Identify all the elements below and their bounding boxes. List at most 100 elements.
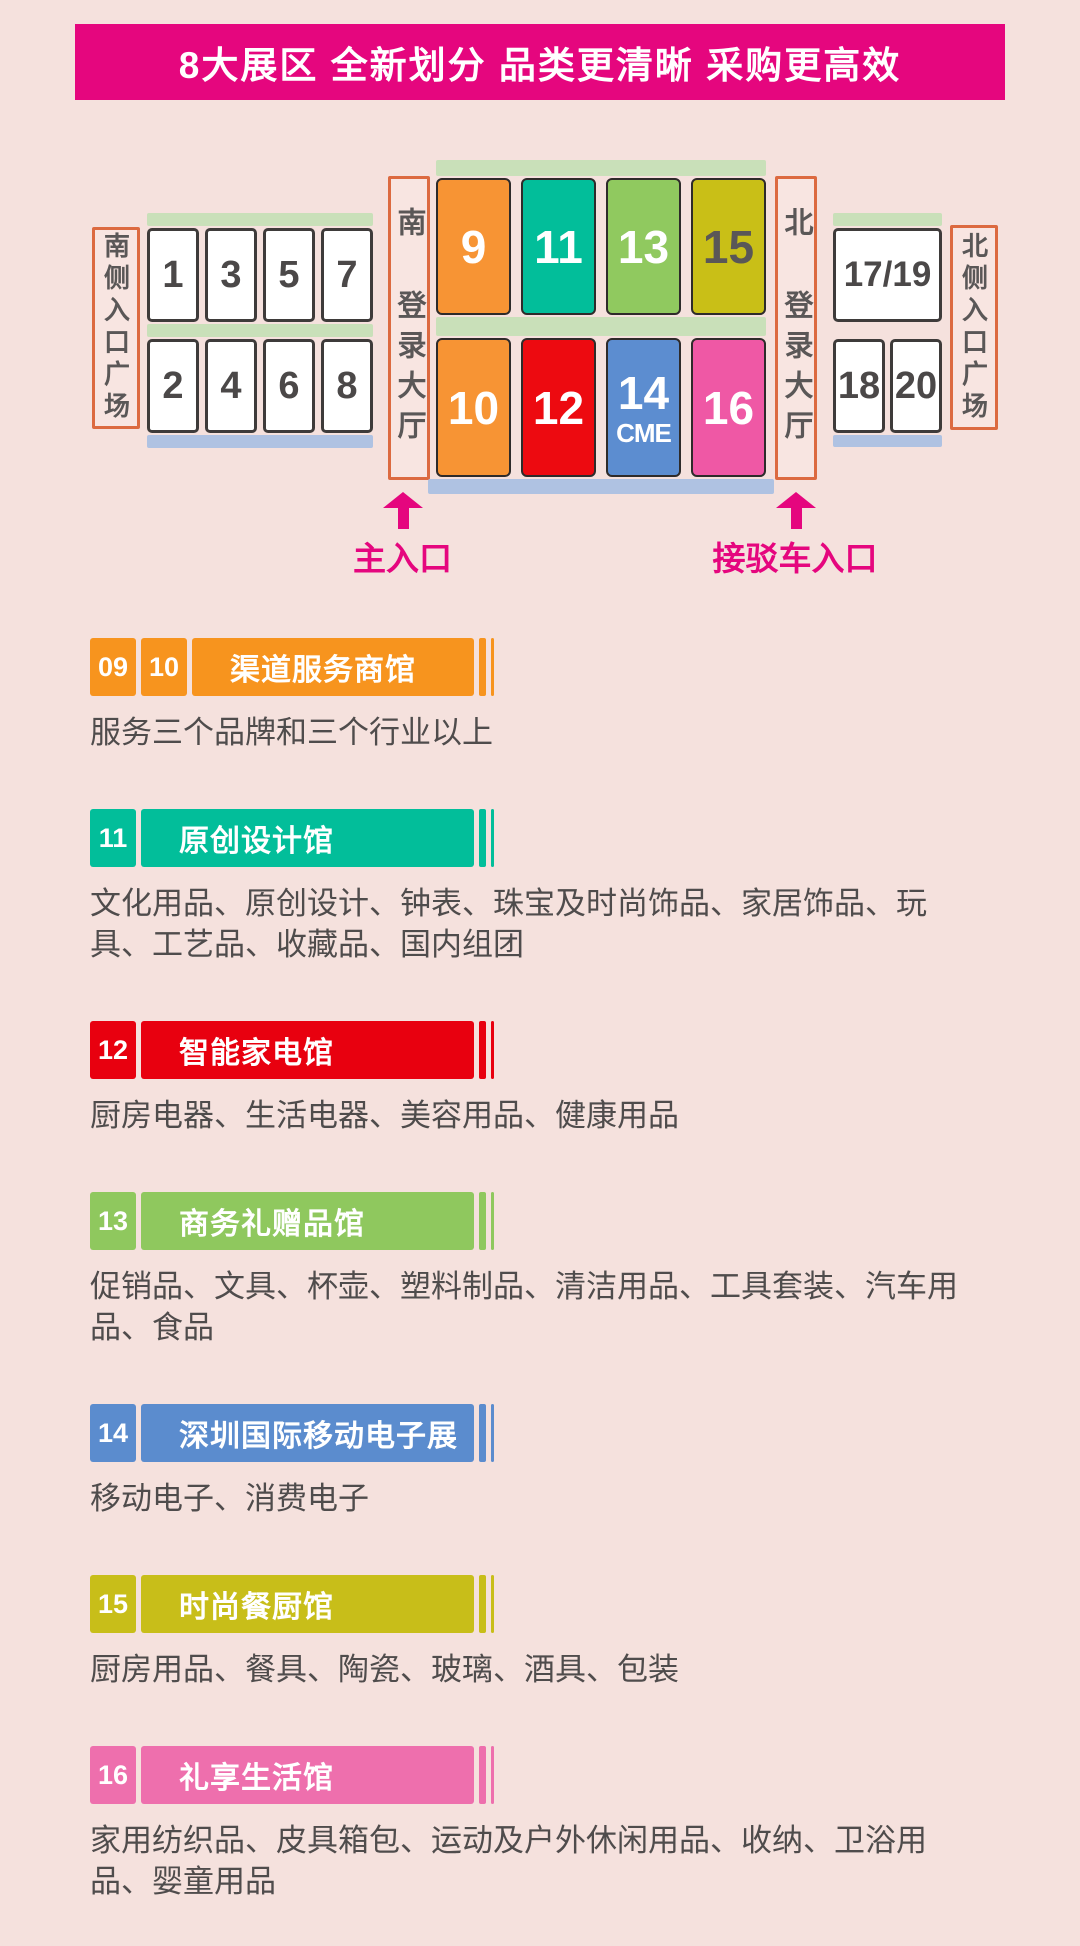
banner-title: 8大展区 全新划分 品类更清晰 采购更高效 bbox=[178, 45, 902, 86]
hall-number-badge: 13 bbox=[90, 1192, 136, 1250]
legend-item-13: 13 商务礼赠品馆 促销品、文具、杯壶、塑料制品、清洁用品、工具套装、汽车用品、… bbox=[90, 1192, 1080, 1348]
legend-item-12: 12 智能家电馆 厨房电器、生活电器、美容用品、健康用品 bbox=[90, 1021, 1080, 1136]
hall-11-number: 11 bbox=[534, 220, 583, 273]
hall-title-bar: 礼享生活馆 bbox=[141, 1746, 474, 1804]
legend-item-9-10: 09 10 渠道服务商馆 服务三个品牌和三个行业以上 bbox=[90, 638, 1080, 753]
shuttle-entrance-arrow-icon bbox=[776, 492, 816, 529]
accent-stripe bbox=[491, 1575, 494, 1633]
arrow-shaft bbox=[790, 508, 802, 529]
hall-3: 3 bbox=[205, 228, 257, 322]
hall-title-bar: 智能家电馆 bbox=[141, 1021, 474, 1079]
hall-number-badge: 14 bbox=[90, 1404, 136, 1462]
hall-description: 厨房用品、餐具、陶瓷、玻璃、酒具、包装 bbox=[90, 1652, 679, 1687]
hall-7: 7 bbox=[321, 228, 373, 322]
hall-12: 12 bbox=[521, 338, 596, 477]
accent-stripe bbox=[491, 1192, 494, 1250]
left-halls-top-row: 1 3 5 7 bbox=[147, 228, 373, 322]
left-block-mid-strip bbox=[147, 324, 373, 337]
legend-row: 12 智能家电馆 bbox=[90, 1021, 494, 1079]
hall-title-bar: 原创设计馆 bbox=[141, 809, 474, 867]
hall-13: 13 bbox=[606, 178, 681, 315]
left-block-bottom-strip bbox=[147, 435, 373, 448]
hall-4: 4 bbox=[205, 339, 257, 433]
main-entrance-arrow-icon bbox=[383, 492, 423, 529]
legend-row: 11 原创设计馆 bbox=[90, 809, 494, 867]
accent-stripe bbox=[479, 1746, 486, 1804]
hall-6: 6 bbox=[263, 339, 315, 433]
hall-2: 2 bbox=[147, 339, 199, 433]
hall-16-number: 16 bbox=[702, 381, 755, 434]
hall-15: 15 bbox=[691, 178, 766, 315]
legend-item-14: 14 深圳国际移动电子展 移动电子、消费电子 bbox=[90, 1404, 1080, 1519]
legend-item-16: 16 礼享生活馆 家用纺织品、皮具箱包、运动及户外休闲用品、收纳、卫浴用品、婴童… bbox=[90, 1746, 1080, 1902]
hall-11: 11 bbox=[521, 178, 596, 315]
legend-item-11: 11 原创设计馆 文化用品、原创设计、钟表、珠宝及时尚饰品、家居饰品、玩具、工艺… bbox=[90, 809, 1080, 965]
accent-stripe bbox=[479, 638, 486, 696]
legend-row: 13 商务礼赠品馆 bbox=[90, 1192, 494, 1250]
hall-9-number: 9 bbox=[460, 220, 487, 273]
hall-17-19: 17/19 bbox=[833, 228, 942, 322]
main-entrance-label: 主入口 bbox=[353, 540, 452, 577]
accent-stripe bbox=[491, 1404, 494, 1462]
hall-number-badge: 12 bbox=[90, 1021, 136, 1079]
hall-number-badge: 09 bbox=[90, 638, 136, 696]
accent-stripe bbox=[479, 809, 486, 867]
accent-stripe bbox=[479, 1404, 486, 1462]
right-halls-bottom-row: 18 20 bbox=[833, 339, 942, 433]
accent-stripe bbox=[479, 1575, 486, 1633]
hall-15-number: 15 bbox=[702, 220, 755, 273]
hall-number-badge: 11 bbox=[90, 809, 136, 867]
hall-9: 9 bbox=[436, 178, 511, 315]
right-block-bottom-strip bbox=[833, 435, 942, 447]
hall-number-badge: 16 bbox=[90, 1746, 136, 1804]
hall-title: 礼享生活馆 bbox=[179, 1762, 334, 1795]
hall-description: 服务三个品牌和三个行业以上 bbox=[90, 715, 493, 750]
shuttle-entrance-label: 接驳车入口 bbox=[712, 540, 878, 577]
legend: 09 10 渠道服务商馆 服务三个品牌和三个行业以上 11 原创设计馆 文化用品… bbox=[90, 638, 1080, 1902]
south-lobby-label: 南 登录大厅 bbox=[393, 206, 425, 450]
hall-number-badge: 10 bbox=[141, 638, 187, 696]
hall-13-number: 13 bbox=[617, 220, 670, 273]
hall-description: 移动电子、消费电子 bbox=[90, 1481, 369, 1516]
north-lobby: 北 登录大厅 bbox=[775, 176, 817, 480]
arrow-head bbox=[383, 492, 423, 508]
hall-number-badge: 15 bbox=[90, 1575, 136, 1633]
south-entrance-plaza: 南侧入口广场 bbox=[92, 227, 140, 429]
hall-title-bar: 深圳国际移动电子展 bbox=[141, 1404, 474, 1462]
hall-title-bar: 时尚餐厨馆 bbox=[141, 1575, 474, 1633]
legend-row: 14 深圳国际移动电子展 bbox=[90, 1404, 494, 1462]
hall-title-bar: 商务礼赠品馆 bbox=[141, 1192, 474, 1250]
hall-18: 18 bbox=[833, 339, 885, 433]
center-block-top-strip bbox=[436, 160, 766, 176]
north-entrance-plaza-label: 北侧入口广场 bbox=[958, 231, 989, 424]
hall-title-bar: 渠道服务商馆 bbox=[192, 638, 474, 696]
legend-row: 09 10 渠道服务商馆 bbox=[90, 638, 494, 696]
floor-map: 南侧入口广场 1 3 5 7 2 4 6 8 南 登录大厅 9 11 13 15 bbox=[0, 140, 1080, 580]
accent-stripe bbox=[491, 1021, 494, 1079]
hall-title: 智能家电馆 bbox=[179, 1037, 334, 1070]
hall-description: 厨房电器、生活电器、美容用品、健康用品 bbox=[90, 1098, 679, 1133]
left-halls-bottom-row: 2 4 6 8 bbox=[147, 339, 373, 433]
cme-logo: CME bbox=[616, 417, 672, 448]
hall-description: 文化用品、原创设计、钟表、珠宝及时尚饰品、家居饰品、玩具、工艺品、收藏品、国内组… bbox=[90, 886, 927, 962]
legend-row: 16 礼享生活馆 bbox=[90, 1746, 494, 1804]
banner: 8大展区 全新划分 品类更清晰 采购更高效 bbox=[75, 24, 1005, 100]
hall-10-number: 10 bbox=[447, 381, 500, 434]
hall-8: 8 bbox=[321, 339, 373, 433]
hall-title: 时尚餐厨馆 bbox=[179, 1591, 334, 1624]
legend-item-15: 15 时尚餐厨馆 厨房用品、餐具、陶瓷、玻璃、酒具、包装 bbox=[90, 1575, 1080, 1690]
center-block-bottom-strip bbox=[428, 479, 774, 494]
center-block-mid-strip bbox=[436, 317, 766, 336]
right-block-top-strip bbox=[833, 213, 942, 226]
south-entrance-plaza-label: 南侧入口广场 bbox=[100, 232, 131, 424]
south-lobby: 南 登录大厅 bbox=[388, 176, 430, 480]
hall-title: 原创设计馆 bbox=[179, 825, 334, 858]
hall-14: 14 CME bbox=[606, 338, 681, 477]
north-entrance-plaza: 北侧入口广场 bbox=[950, 225, 998, 430]
arrow-shaft bbox=[397, 508, 409, 529]
left-block-top-strip bbox=[147, 213, 373, 226]
hall-title: 渠道服务商馆 bbox=[230, 654, 416, 687]
accent-stripe bbox=[479, 1192, 486, 1250]
accent-stripe bbox=[491, 638, 494, 696]
hall-1: 1 bbox=[147, 228, 199, 322]
